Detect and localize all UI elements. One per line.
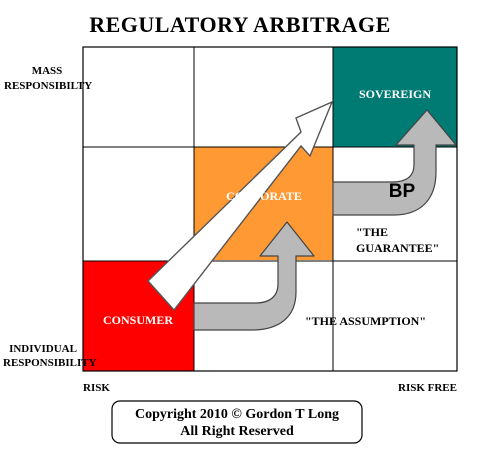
consumer-label: CONSUMER xyxy=(103,313,173,327)
x-axis-right-label: RISK FREE xyxy=(398,382,457,394)
copyright-line1: Copyright 2010 © Gordon T Long xyxy=(135,407,339,422)
diagonal-arrow-outline xyxy=(147,100,334,312)
y-axis-bottom-label-line1: INDIVIDUAL xyxy=(9,343,77,355)
assumption-label: "THE ASSUMPTION" xyxy=(305,314,426,328)
diagram-title: REGULATORY ARBITRAGE xyxy=(89,12,391,37)
copyright-line2: All Right Reserved xyxy=(180,424,294,439)
y-axis-bottom-label-line2: RESPONSIBILITY xyxy=(3,357,97,369)
guarantee-label-line1: "THE xyxy=(356,225,388,239)
x-axis-left-label: RISK xyxy=(83,382,110,394)
corporate-label: CORPORATE xyxy=(226,189,302,203)
guarantee-arrow xyxy=(332,109,457,216)
guarantee-label-line2: GUARANTEE" xyxy=(356,241,439,255)
bp-label: BP xyxy=(389,181,416,202)
copyright-box xyxy=(111,400,363,444)
y-axis-top-label-line2: RESPONSIBILTY xyxy=(4,80,92,92)
sovereign-label: SOVEREIGN xyxy=(359,87,431,101)
assumption-arrow xyxy=(193,221,315,331)
y-axis-top-label-line1: MASS xyxy=(32,65,63,77)
